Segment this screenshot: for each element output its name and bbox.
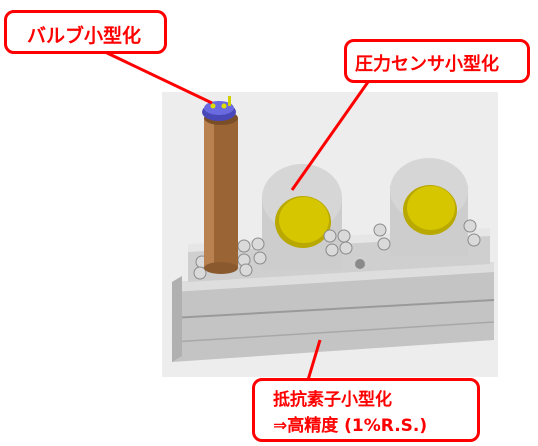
resistor-callout: 抵抗素子小型化 ⇒高精度 (1%R.S.) (252, 378, 480, 442)
valve-callout-text: バルブ小型化 (27, 25, 142, 47)
valve-callout: バルブ小型化 (4, 10, 167, 54)
resistor-pointer (306, 339, 322, 381)
resistor-callout-line1: 抵抗素子小型化 (273, 390, 392, 410)
sensor-pointer (290, 81, 370, 191)
valve-pointer (104, 50, 213, 105)
center-hole (355, 259, 365, 269)
resistor-callout-line2: ⇒高精度 (1%R.S.) (273, 416, 428, 436)
pressure-sensor-1 (262, 164, 342, 270)
pressure-sensor-2 (390, 158, 468, 256)
sensor-callout-text: 圧力センサ小型化 (355, 54, 499, 75)
valve-tube (204, 111, 238, 274)
valve-head (202, 96, 236, 121)
base-block (171, 262, 495, 362)
sensor-callout: 圧力センサ小型化 (344, 39, 530, 83)
